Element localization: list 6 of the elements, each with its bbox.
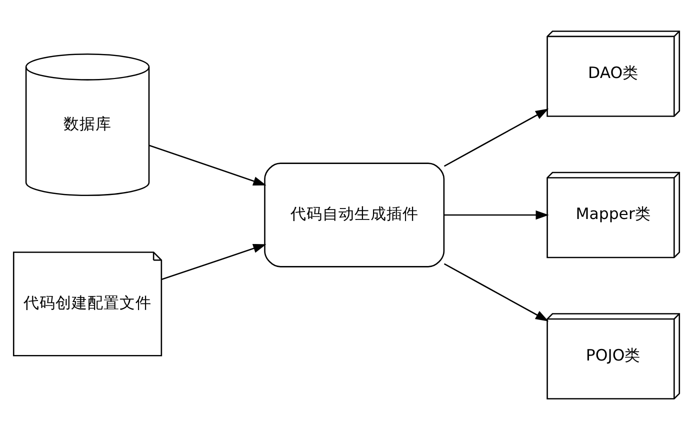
arrow <box>444 210 549 220</box>
arrow <box>162 244 266 280</box>
arrow <box>444 263 549 322</box>
arrow <box>444 108 549 167</box>
arrow <box>148 144 266 186</box>
node-box: 代码自动生成插件 <box>264 162 445 268</box>
